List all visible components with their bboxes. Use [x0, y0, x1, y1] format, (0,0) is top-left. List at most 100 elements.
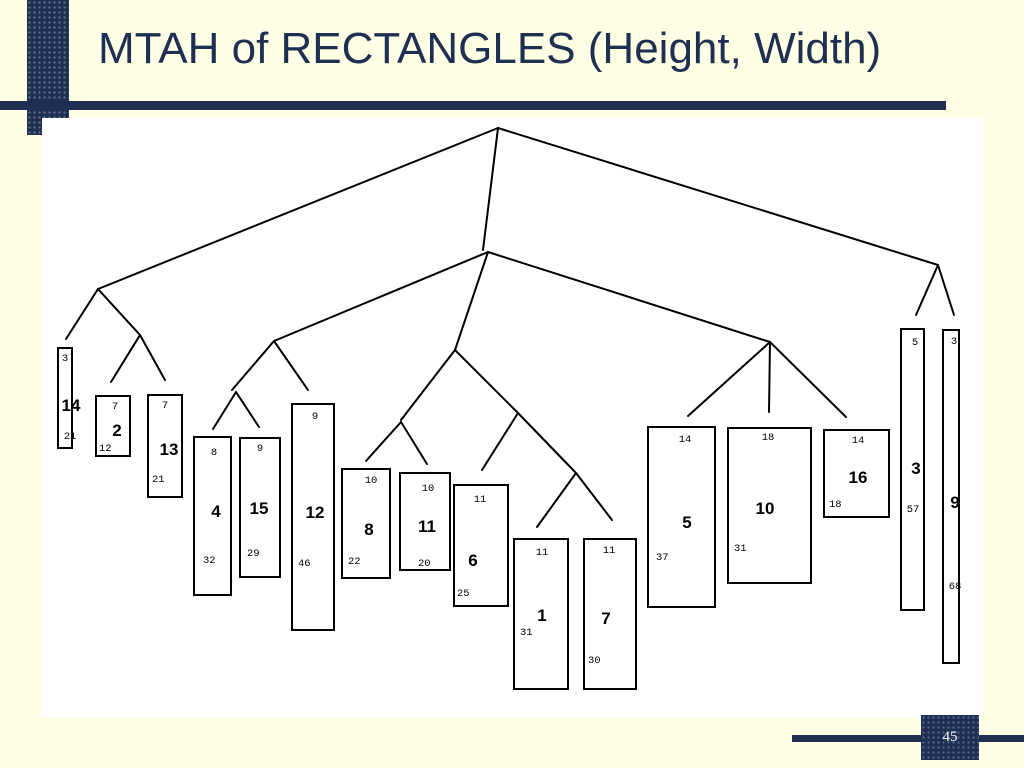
rect-id-label: 8	[364, 520, 373, 539]
tree-edge	[97, 127, 499, 290]
footer-rule	[792, 735, 1024, 742]
tree-edge	[482, 127, 499, 251]
rect-width-label: 21	[64, 431, 77, 443]
rect-height-label: 7	[112, 401, 118, 413]
rect-height-label: 18	[762, 432, 775, 444]
tree-edge	[497, 127, 939, 266]
rectangle-leaf: 14 16 18	[823, 429, 890, 518]
rect-width-label: 20	[418, 558, 431, 570]
rect-id-label: 1	[537, 606, 546, 625]
tree-diagram: 3 14 21 7 2 12 7 13 21 8 4 32 9 15 29	[57, 127, 962, 690]
rect-height-label: 7	[162, 400, 168, 412]
rect-width-label: 25	[457, 588, 470, 600]
rectangle-leaf: 14 5 37	[647, 426, 716, 608]
tree-edge	[365, 421, 402, 462]
rect-width-label: 68	[949, 581, 962, 593]
rectangle-leaf: 11 7 30	[583, 538, 637, 690]
rect-height-label: 11	[603, 545, 616, 557]
rect-width-label: 29	[247, 548, 260, 560]
rect-id-label: 6	[468, 551, 477, 570]
rect-id-label: 2	[112, 421, 121, 440]
tree-edge	[454, 349, 519, 414]
rectangle-leaf: 7 2 12	[95, 395, 131, 457]
tree-edge	[235, 391, 260, 428]
rect-id-label: 14	[62, 396, 81, 415]
tree-edge	[139, 334, 166, 381]
rect-width-label: 31	[734, 543, 747, 555]
rectangle-leaf: 18 10 31	[727, 427, 812, 584]
tree-edge	[536, 472, 577, 528]
tree-edge	[687, 341, 771, 417]
rect-height-label: 9	[312, 411, 318, 423]
rect-height-label: 10	[365, 475, 378, 487]
rect-height-label: 3	[951, 336, 957, 348]
rectangle-leaf: 10 8 22	[341, 468, 391, 579]
rect-width-label: 22	[348, 556, 361, 568]
rect-width-label: 57	[907, 504, 920, 516]
page-number-box: 45	[921, 715, 979, 760]
tree-edge	[97, 288, 141, 336]
rect-height-label: 14	[679, 434, 692, 446]
tree-edge	[110, 334, 141, 383]
tree-edge	[212, 391, 237, 430]
rect-width-label: 46	[298, 558, 311, 570]
rect-id-label: 5	[682, 513, 691, 532]
rectangle-leaf: 3 9 68	[942, 329, 962, 664]
rectangle-leaf: 5 3 57	[900, 328, 925, 611]
rect-height-label: 5	[912, 337, 918, 349]
rectangle-leaf: 9 15 29	[239, 437, 281, 578]
rect-height-label: 11	[536, 547, 549, 559]
rectangle-leaf: 11 1 31	[513, 538, 569, 690]
tree-edge	[575, 472, 613, 521]
rect-id-label: 11	[418, 517, 436, 536]
slide-title: MTAH of RECTANGLES (Height, Width)	[98, 24, 882, 73]
tree-edge	[937, 264, 955, 316]
tree-edge	[273, 340, 309, 391]
rect-width-label: 12	[99, 443, 112, 455]
tree-edge	[231, 340, 275, 391]
rectangle-leaf: 8 4 32	[193, 436, 232, 596]
tree-edge	[769, 341, 847, 418]
rect-id-label: 4	[211, 502, 221, 521]
title-rule	[0, 101, 946, 110]
rect-id-label: 16	[849, 468, 868, 487]
rect-height-label: 9	[257, 443, 263, 455]
rect-id-label: 15	[250, 499, 269, 518]
rect-width-label: 21	[152, 474, 165, 486]
tree-edge	[915, 264, 939, 316]
tree-edge	[273, 251, 489, 342]
rect-id-label: 10	[756, 499, 775, 518]
rectangle-leaf: 11 6 25	[453, 484, 509, 607]
tree-edges	[65, 127, 955, 528]
tree-edge	[487, 251, 771, 343]
accent-bar-vertical	[27, 0, 69, 135]
rectangle-leaf: 3 14 21	[57, 347, 81, 449]
rect-width-label: 31	[520, 627, 533, 639]
page-number: 45	[942, 729, 958, 745]
tree-edge	[65, 288, 99, 340]
rect-id-label: 9	[950, 493, 959, 512]
tree-edge	[768, 341, 771, 413]
rect-height-label: 11	[474, 494, 487, 506]
rect-id-label: 13	[160, 440, 179, 459]
tree-figure-panel: 3 14 21 7 2 12 7 13 21 8 4 32 9 15 29	[42, 118, 983, 717]
tree-edge	[454, 251, 489, 351]
rect-width-label: 32	[203, 555, 216, 567]
tree-edge	[400, 349, 456, 421]
rect-height-label: 8	[211, 447, 217, 459]
rect-id-label: 3	[911, 459, 920, 478]
tree-edge	[517, 412, 577, 474]
rect-id-label: 12	[306, 503, 325, 522]
rect-height-label: 10	[422, 483, 435, 495]
tree-edge	[400, 421, 428, 465]
rectangle-leaf: 10 11 20	[399, 472, 451, 571]
rect-height-label: 14	[852, 435, 865, 447]
rectangle-leaf: 7 13 21	[147, 394, 183, 498]
tree-edge	[481, 412, 519, 471]
rectangle-leaf: 9 12 46	[291, 403, 335, 631]
rect-height-label: 3	[62, 353, 68, 365]
rect-id-label: 7	[601, 609, 610, 628]
rect-width-label: 30	[588, 655, 601, 667]
rect-width-label: 37	[656, 552, 669, 564]
rect-width-label: 18	[829, 499, 842, 511]
